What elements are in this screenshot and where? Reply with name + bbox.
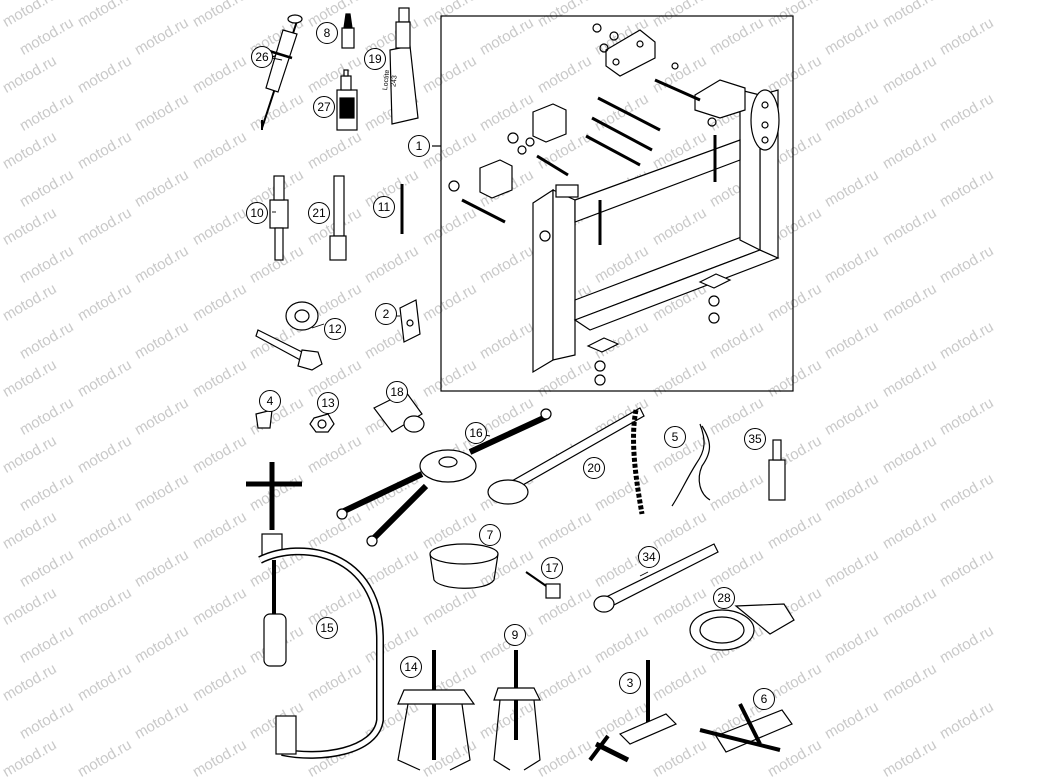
tube-label-line2: 243 xyxy=(390,74,399,88)
tube-label: Loctite 243 xyxy=(382,69,400,92)
holding-plate xyxy=(689,603,795,651)
sealant-tube xyxy=(389,7,419,125)
callout-15: 15 xyxy=(316,617,338,639)
pin-tool xyxy=(329,175,347,261)
callout-8: 8 xyxy=(316,22,338,44)
callout-13: 13 xyxy=(317,392,339,414)
callout-14: 14 xyxy=(400,656,422,678)
callout-18: 18 xyxy=(386,381,408,403)
pin-spanner xyxy=(593,543,719,613)
callout-12: 12 xyxy=(324,318,346,340)
holding-tool xyxy=(336,408,552,547)
callout-6: 6 xyxy=(753,688,775,710)
bracket xyxy=(399,299,421,343)
callout-21: 21 xyxy=(308,202,330,224)
bearing-puller-bolt xyxy=(255,301,323,371)
callout-35: 35 xyxy=(744,428,766,450)
valve-spring-compressor xyxy=(246,462,384,759)
callout-10: 10 xyxy=(246,202,268,224)
callout-26: 26 xyxy=(251,46,273,68)
callout-1: 1 xyxy=(408,135,430,157)
compressor-ring xyxy=(429,543,499,589)
guide-pin xyxy=(768,439,786,501)
callout-16: 16 xyxy=(465,422,487,444)
two-arm-puller-small xyxy=(493,650,541,771)
grease-syringe xyxy=(261,14,303,130)
stand-frame-box xyxy=(440,15,794,392)
adjusting-screwdriver xyxy=(525,571,561,599)
two-arm-puller-large xyxy=(397,650,476,771)
slide-hammer xyxy=(269,175,289,261)
locking-bottle xyxy=(336,69,358,131)
callout-2: 2 xyxy=(375,303,397,325)
circlip-pliers xyxy=(671,423,711,507)
callout-19: 19 xyxy=(364,48,386,70)
cone-sleeve xyxy=(255,409,273,429)
callout-20: 20 xyxy=(583,457,605,479)
callout-4: 4 xyxy=(259,390,281,412)
callout-34: 34 xyxy=(638,546,660,568)
small-bottle xyxy=(341,13,355,49)
tube-label-line1: Loctite xyxy=(382,69,392,91)
callout-11: 11 xyxy=(373,196,395,218)
engine-stand xyxy=(448,23,780,386)
callout-3: 3 xyxy=(619,672,641,694)
bearing-separator xyxy=(699,703,793,753)
hex-nut xyxy=(309,413,335,433)
callout-7: 7 xyxy=(479,524,501,546)
crankshaft-locking-tool xyxy=(588,660,678,763)
callout-27: 27 xyxy=(313,96,335,118)
callout-9: 9 xyxy=(504,624,526,646)
chain-wrench xyxy=(487,407,645,515)
callout-17: 17 xyxy=(541,557,563,579)
callout-28: 28 xyxy=(713,587,735,609)
callout-5: 5 xyxy=(664,426,686,448)
